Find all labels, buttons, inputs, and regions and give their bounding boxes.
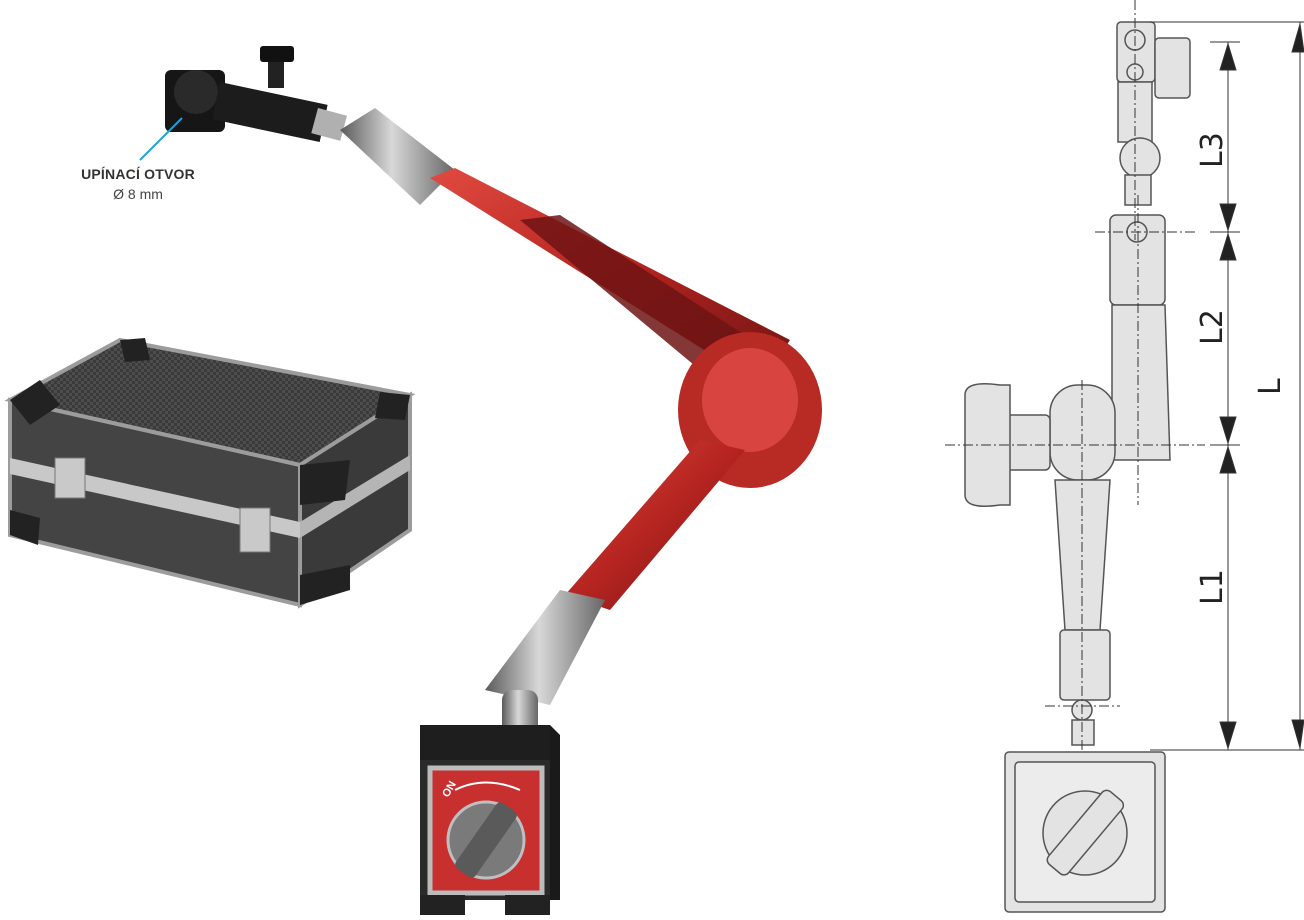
dimension-l2-label: L2 [1195,309,1230,345]
magnetic-base: ON [420,725,560,915]
dimension-l3-label: L3 [1195,132,1230,168]
centre-lines [945,0,1205,750]
dimension-l1-label: L1 [1195,569,1230,605]
articulated-arm [340,108,822,740]
case-latch-right [239,507,271,553]
storage-case [4,337,416,609]
callout-line [139,117,183,161]
indicator-clamp [165,46,347,143]
technical-drawing [964,21,1191,913]
case-latch-left [54,457,86,499]
clamp-hole-title: UPÍNACÍ OTVOR [81,166,195,182]
dimension-lines [1150,21,1304,751]
dimension-l-label: L [1253,378,1288,395]
clamp-hole-diameter: Ø 8 mm [113,186,163,202]
